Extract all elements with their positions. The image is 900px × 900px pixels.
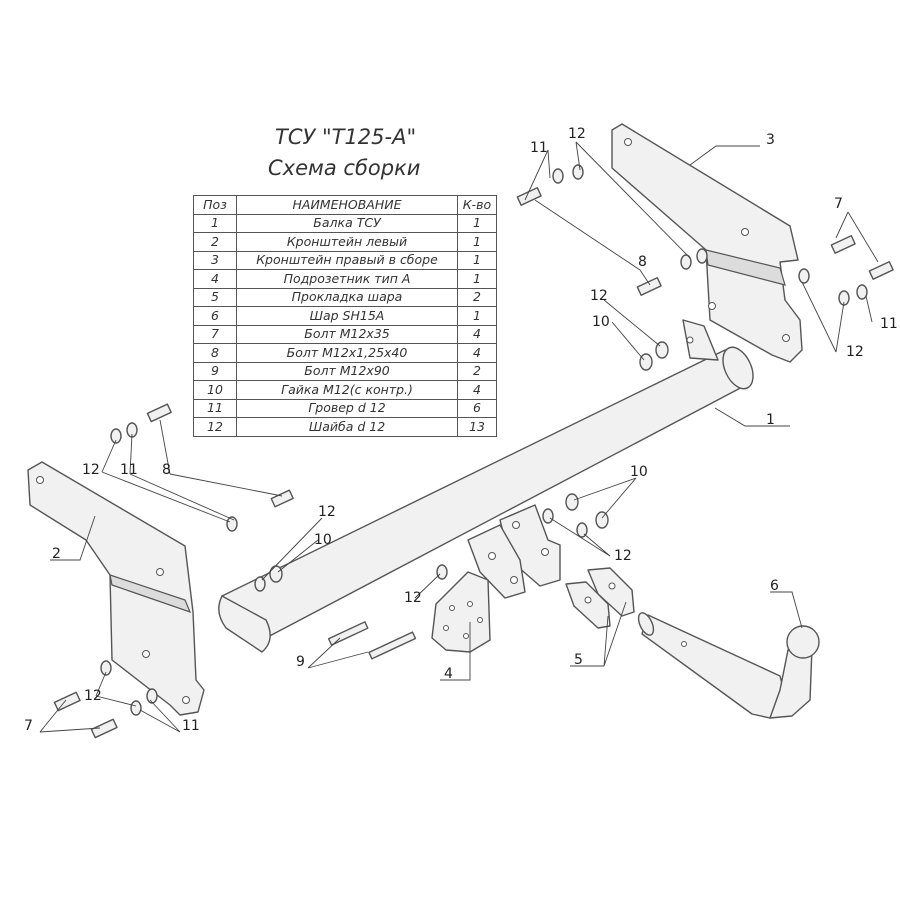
- callout-12: 12: [590, 288, 608, 304]
- cell-name: Кронштейн правый в сборе: [236, 250, 458, 270]
- callout-2: 2: [52, 546, 61, 562]
- cell-qty: 4: [457, 324, 497, 344]
- cell-qty: 2: [457, 361, 497, 381]
- cell-qty: 1: [457, 232, 497, 252]
- callout-12: 12: [82, 462, 100, 478]
- cell-name: Прокладка шара: [236, 287, 458, 307]
- callout-12: 12: [614, 548, 632, 564]
- cell-name: Кронштейн левый: [236, 232, 458, 252]
- callout-5: 5: [574, 652, 583, 668]
- spacer-part: [565, 567, 635, 629]
- cell-name: Болт М12х35: [236, 324, 458, 344]
- cell-name: Гровер d 12: [236, 398, 458, 418]
- callout-12: 12: [318, 504, 336, 520]
- cell-pos: 11: [193, 398, 237, 418]
- callout-11: 11: [120, 462, 138, 478]
- callout-1: 1: [766, 412, 775, 428]
- header-qty: К-во: [457, 195, 497, 215]
- callout-12: 12: [846, 344, 864, 360]
- callout-11: 11: [182, 718, 200, 734]
- cell-pos: 8: [193, 343, 237, 363]
- callout-8: 8: [638, 254, 647, 270]
- cell-qty: 1: [457, 250, 497, 270]
- callout-3: 3: [766, 132, 775, 148]
- callout-8: 8: [162, 462, 171, 478]
- cell-name: Шайба d 12: [236, 417, 458, 437]
- callout-4: 4: [444, 666, 453, 682]
- washer-icon: [100, 164, 868, 716]
- callout-10: 10: [630, 464, 648, 480]
- fasteners: [53, 164, 894, 739]
- cell-pos: 1: [193, 213, 237, 233]
- cell-qty: 4: [457, 380, 497, 400]
- callout-10: 10: [592, 314, 610, 330]
- drawing-title: ТСУ "Т125-А": [275, 125, 417, 149]
- callout-12: 12: [84, 688, 102, 704]
- cell-pos: 6: [193, 306, 237, 326]
- cell-pos: 7: [193, 324, 237, 344]
- cell-qty: 13: [457, 417, 497, 437]
- callout-11: 11: [880, 316, 898, 332]
- leader-lines: [39, 141, 879, 733]
- cell-name: Гайка М12(с контр.): [236, 380, 458, 400]
- cell-name: Болт М12х90: [236, 361, 458, 381]
- parts-table-header: Поз НАИМЕНОВАНИЕ К-во: [193, 195, 497, 215]
- callout-7: 7: [24, 718, 33, 734]
- cell-qty: 1: [457, 269, 497, 289]
- socket-plate-part: [431, 571, 491, 653]
- cell-pos: 2: [193, 232, 237, 252]
- cell-qty: 1: [457, 213, 497, 233]
- cell-pos: 5: [193, 287, 237, 307]
- header-name: НАИМЕНОВАНИЕ: [236, 195, 458, 215]
- cell-qty: 1: [457, 306, 497, 326]
- cell-pos: 12: [193, 417, 237, 437]
- left-bracket-part: [27, 461, 205, 716]
- tow-ball-part: [637, 612, 820, 719]
- callout-labels: 3 11 12 8 7 11 12 12 10 1 12 11 8 2 12 1…: [24, 126, 898, 734]
- callout-9: 9: [296, 654, 305, 670]
- cell-name: Болт М12х1,25х40: [236, 343, 458, 363]
- cell-pos: 9: [193, 361, 237, 381]
- callout-12: 12: [404, 590, 422, 606]
- drawing-subtitle: Схема сборки: [268, 156, 421, 180]
- beam-part: [218, 319, 754, 653]
- cell-pos: 3: [193, 250, 237, 270]
- cell-name: Подрозетник тип А: [236, 269, 458, 289]
- cell-name: Шар SH15A: [236, 306, 458, 326]
- cell-qty: 2: [457, 287, 497, 307]
- cell-pos: 4: [193, 269, 237, 289]
- header-pos: Поз: [193, 195, 237, 215]
- cell-name: Балка ТСУ: [236, 213, 458, 233]
- callout-6: 6: [770, 578, 779, 594]
- callout-7: 7: [834, 196, 843, 212]
- cell-pos: 10: [193, 380, 237, 400]
- callout-11: 11: [530, 140, 548, 156]
- callout-12: 12: [568, 126, 586, 142]
- right-bracket-part: [611, 123, 803, 363]
- cell-qty: 4: [457, 343, 497, 363]
- bolt-icon: [53, 187, 894, 739]
- callout-10: 10: [314, 532, 332, 548]
- cell-qty: 6: [457, 398, 497, 418]
